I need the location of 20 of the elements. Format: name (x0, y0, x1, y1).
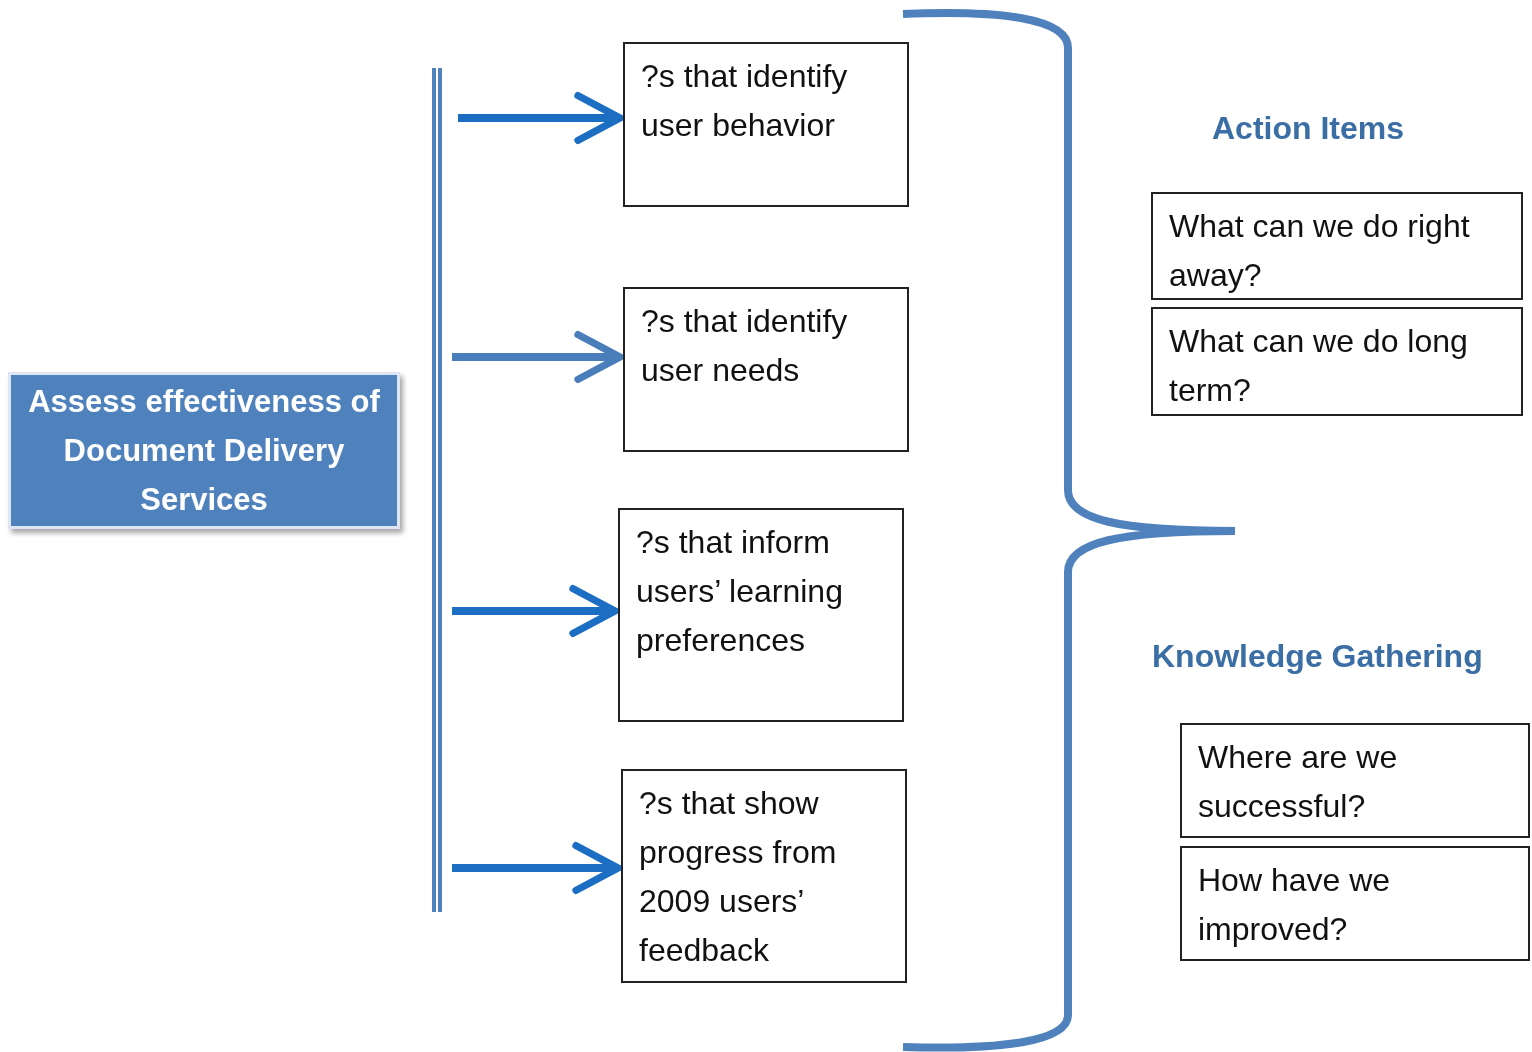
question-text: Where are we successful? (1197, 738, 1399, 826)
question-box (1180, 846, 1530, 961)
section-heading: Action Items (1212, 110, 1405, 147)
question-text: What can we do long term? (1168, 322, 1469, 410)
question-text: How have we improved? (1197, 861, 1392, 949)
main-box (8, 372, 400, 529)
title-text: Assess effectiveness of Document Delivery Services (27, 383, 381, 519)
question-text: ?s that identify user behavior (640, 57, 849, 145)
question-box (623, 287, 909, 452)
question-text: ?s that identify user needs (640, 302, 849, 390)
question-box (1180, 723, 1530, 838)
question-box (1151, 192, 1523, 300)
section-heading: Knowledge Gathering (1152, 638, 1483, 675)
question-text: ?s that show progress from 2009 users’ feedback (638, 784, 838, 970)
question-box (1151, 307, 1523, 416)
question-text: What can we do right away? (1168, 207, 1471, 295)
question-box (618, 508, 904, 722)
question-text: ?s that inform users’ learning preferences (635, 523, 844, 660)
question-box (623, 42, 909, 207)
question-box (621, 769, 907, 983)
